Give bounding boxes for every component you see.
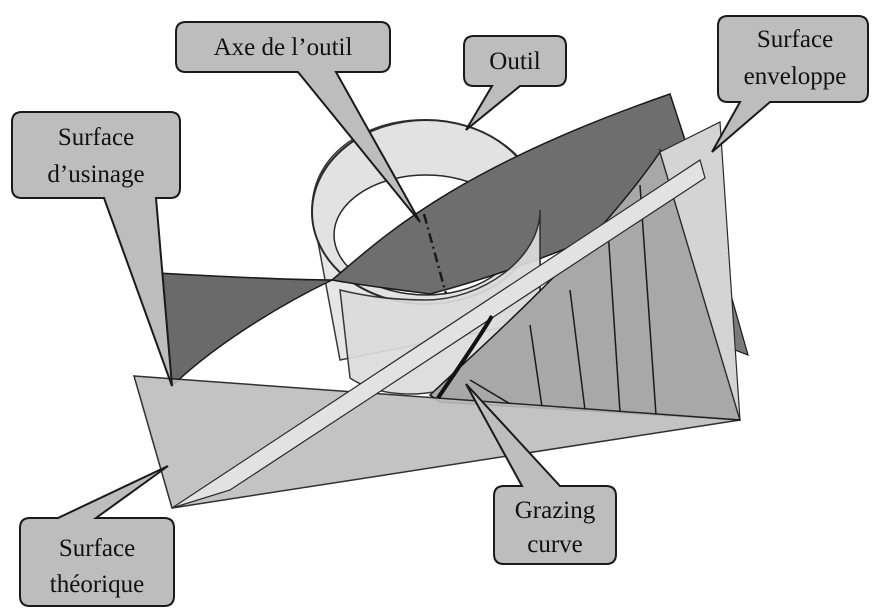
callout-surface-enveloppe: Surface enveloppe xyxy=(711,15,869,153)
label-surface-usinage-1: Surface xyxy=(58,124,134,151)
label-grazing-curve-1: Grazing xyxy=(515,497,596,524)
label-surface-enveloppe-2: enveloppe xyxy=(744,63,847,90)
label-surface-usinage-2: d’usinage xyxy=(47,161,144,188)
callout-axe-outil: Axe de l’outil xyxy=(175,21,421,223)
callout-surface-usinage: Surface d’usinage xyxy=(11,111,181,387)
callout-surface-theorique: Surface théorique xyxy=(19,465,175,607)
illustration xyxy=(132,93,749,509)
callout-grazing-curve: Grazing curve xyxy=(465,383,617,565)
surface-enveloppe xyxy=(428,121,742,421)
grazing-curve-line xyxy=(436,314,494,400)
surface-theorique xyxy=(132,159,741,509)
label-grazing-curve-2: curve xyxy=(527,531,583,558)
tool-axis-line xyxy=(422,213,448,295)
label-axe-outil: Axe de l’outil xyxy=(214,34,353,61)
label-surface-theorique-1: Surface xyxy=(59,535,135,562)
callout-outil: Outil xyxy=(463,35,567,131)
label-surface-theorique-2: théorique xyxy=(50,571,144,598)
label-surface-enveloppe-1: Surface xyxy=(757,26,833,53)
label-outil: Outil xyxy=(489,48,540,75)
